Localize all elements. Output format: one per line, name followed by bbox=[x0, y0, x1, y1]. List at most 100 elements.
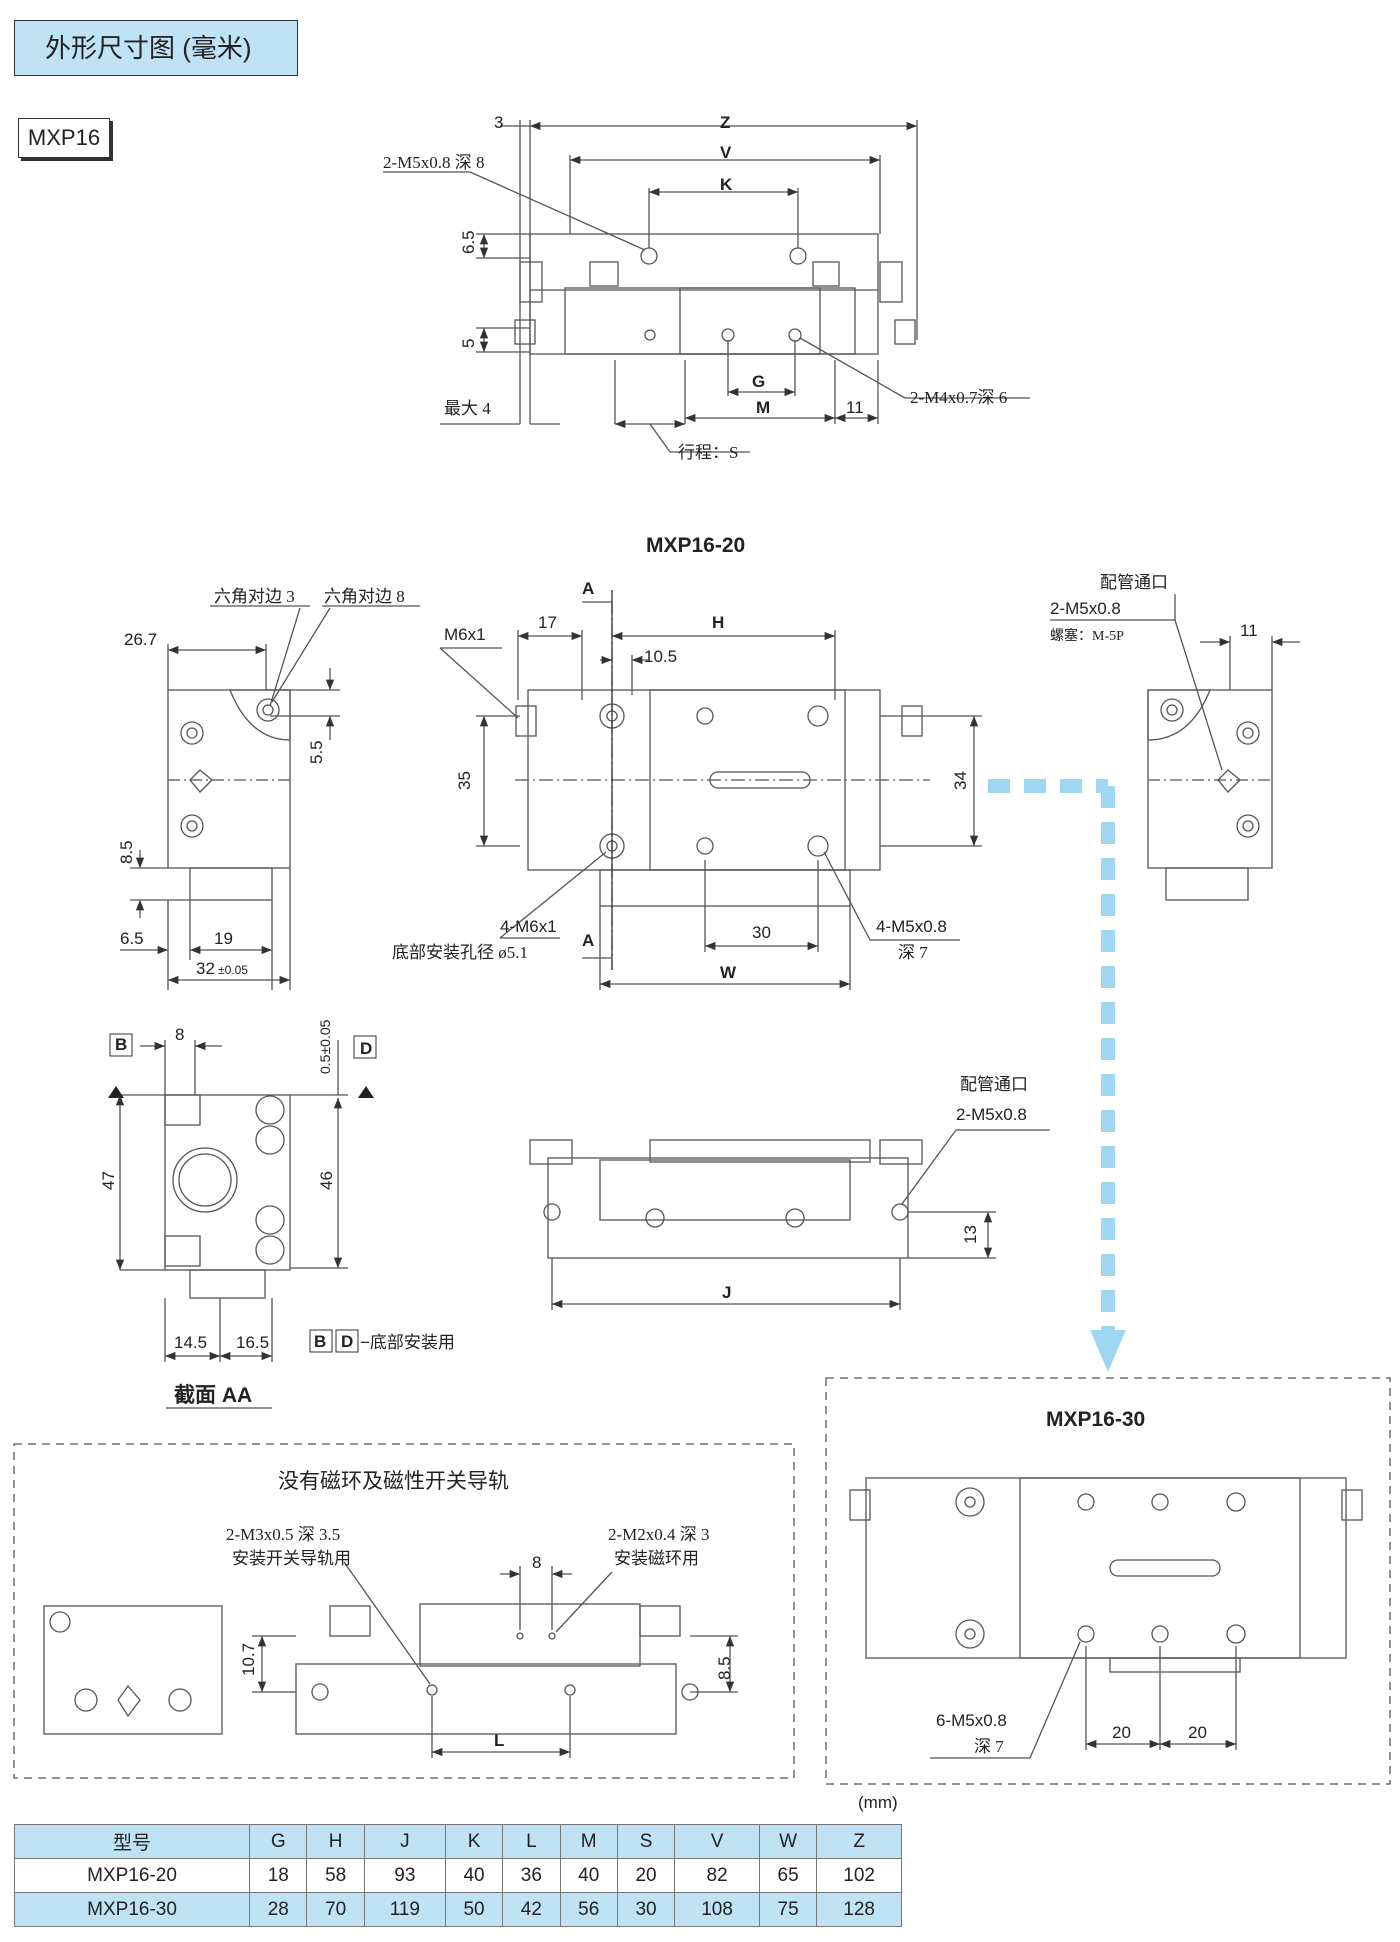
port-label: 配管通口 bbox=[1100, 573, 1168, 592]
cell-model: MXP16-20 bbox=[13, 1858, 251, 1893]
cell: 20 bbox=[616, 1858, 676, 1893]
cell: 18 bbox=[249, 1858, 308, 1893]
dim-14-5: 14.5 bbox=[174, 1333, 207, 1352]
side-view bbox=[529, 1129, 1050, 1310]
col-model: 型号 bbox=[13, 1824, 251, 1859]
section-aa bbox=[108, 1040, 374, 1409]
dim-0-5: 0.5±0.05 bbox=[317, 1019, 333, 1074]
col-Z: Z bbox=[816, 1824, 902, 1859]
dim-3: 3 bbox=[494, 113, 503, 132]
cell: 108 bbox=[674, 1892, 760, 1927]
col-G: G bbox=[249, 1824, 308, 1859]
note-m5-top: 2-M5x0.8 深 8 bbox=[383, 153, 485, 172]
table-row: MXP16-20 18 58 93 40 36 40 20 82 65 102 bbox=[13, 1858, 902, 1893]
cell: 75 bbox=[758, 1892, 818, 1927]
col-M: M bbox=[559, 1824, 618, 1859]
plug-label: 螺塞：M-5P bbox=[1050, 627, 1124, 644]
hex-8-label: 六角对边 8 bbox=[324, 587, 405, 606]
table-row: MXP16-30 28 70 119 50 42 56 30 108 75 12… bbox=[13, 1892, 902, 1927]
left-end-view bbox=[120, 605, 420, 990]
dim-H: H bbox=[712, 613, 724, 632]
cell: 40 bbox=[559, 1858, 618, 1893]
cell: 102 bbox=[816, 1858, 902, 1893]
unit-label: (mm) bbox=[858, 1793, 898, 1812]
dim-16-5: 16.5 bbox=[236, 1333, 269, 1352]
cell: 58 bbox=[306, 1858, 365, 1893]
note-m3: 2-M3x0.5 深 3.5 bbox=[226, 1525, 340, 1544]
section-title: 截面 AA bbox=[174, 1384, 252, 1407]
stroke-label: 行程：S bbox=[678, 443, 738, 462]
datum-B: B bbox=[115, 1035, 127, 1054]
dim-V: V bbox=[720, 143, 732, 162]
model-tag: MXP16 bbox=[18, 118, 110, 158]
note-4-m5: 4-M5x0.8 bbox=[876, 917, 947, 936]
deep-7-30: 深 7 bbox=[974, 1737, 1004, 1756]
dim-11-end: 11 bbox=[1240, 621, 1258, 640]
note-6-m5: 6-M5x0.8 bbox=[936, 1711, 1007, 1730]
cell: 56 bbox=[559, 1892, 618, 1927]
side-port-label: 配管通口 bbox=[960, 1075, 1028, 1094]
note-m4-top: 2-M4x0.7深 6 bbox=[910, 388, 1007, 407]
note-m2: 2-M2x0.4 深 3 bbox=[608, 1525, 710, 1544]
dim-34: 34 bbox=[951, 771, 970, 790]
bottom-use-label: −底部安装用 bbox=[360, 1333, 455, 1352]
dim-35: 35 bbox=[455, 771, 474, 790]
col-J: J bbox=[363, 1824, 446, 1859]
col-L: L bbox=[502, 1824, 561, 1859]
deep-7-note: 深 7 bbox=[898, 943, 928, 962]
dim-K: K bbox=[720, 175, 733, 194]
cell-model: MXP16-30 bbox=[13, 1892, 251, 1927]
m6x1-label: M6x1 bbox=[444, 625, 486, 644]
dim-8-5: 8.5 bbox=[117, 840, 136, 864]
max-4-label: 最大 4 bbox=[444, 399, 491, 418]
dim-5: 5 bbox=[459, 339, 478, 348]
right-end-view bbox=[1050, 594, 1300, 901]
table-header-row: 型号 G H J K L M S V W Z bbox=[13, 1824, 902, 1859]
dim-6-5: 6.5 bbox=[459, 230, 478, 254]
cell: 40 bbox=[444, 1858, 504, 1893]
note-magnet: 安装磁环用 bbox=[614, 1549, 699, 1568]
side-port-m5: 2-M5x0.8 bbox=[956, 1105, 1027, 1124]
dim-47: 47 bbox=[99, 1171, 118, 1190]
dim-20-b: 20 bbox=[1188, 1723, 1207, 1742]
dim-20-a: 20 bbox=[1112, 1723, 1131, 1742]
dim-Z: Z bbox=[720, 113, 730, 132]
cell: 82 bbox=[674, 1858, 760, 1893]
datum-D-legend: D bbox=[341, 1332, 353, 1351]
dim-J: J bbox=[722, 1283, 731, 1302]
dim-17: 17 bbox=[538, 613, 557, 632]
dim-46: 46 bbox=[317, 1171, 336, 1190]
datum-B-legend: B bbox=[314, 1332, 326, 1351]
col-S: S bbox=[616, 1824, 676, 1859]
dim-32: 32 bbox=[196, 959, 215, 978]
dim-5-5: 5.5 bbox=[307, 740, 326, 764]
no-magnet-title: 没有磁环及磁性开关导轨 bbox=[278, 1470, 509, 1493]
cell: 28 bbox=[249, 1892, 308, 1927]
col-V: V bbox=[674, 1824, 760, 1859]
top-view bbox=[383, 120, 1030, 453]
mxp16-20-front-view bbox=[439, 590, 982, 990]
cell: 70 bbox=[306, 1892, 365, 1927]
cell: 119 bbox=[363, 1892, 446, 1927]
dim-8-section: 8 bbox=[175, 1025, 184, 1044]
dim-M: M bbox=[756, 398, 770, 417]
dim-L: L bbox=[494, 1731, 504, 1750]
dim-6-5-end: 6.5 bbox=[120, 929, 144, 948]
dim-8-5-nomag: 8.5 bbox=[715, 1656, 734, 1680]
note-switch-rail: 安装开关导轨用 bbox=[232, 1549, 351, 1568]
port-m5: 2-M5x0.8 bbox=[1050, 599, 1121, 618]
mxp16-20-title: MXP16-20 bbox=[646, 534, 745, 557]
col-K: K bbox=[444, 1824, 504, 1859]
cell: 93 bbox=[363, 1858, 446, 1893]
dim-32-tol: ±0.05 bbox=[218, 963, 248, 977]
dim-26-7: 26.7 bbox=[124, 630, 157, 649]
note-4-m6: 4-M6x1 bbox=[500, 917, 557, 936]
dim-11: 11 bbox=[846, 398, 864, 417]
cell: 65 bbox=[758, 1858, 818, 1893]
dim-W: W bbox=[720, 963, 737, 982]
cell: 42 bbox=[502, 1892, 561, 1927]
mxp16-30-box bbox=[825, 1377, 1391, 1785]
bottom-hole-note: 底部安装孔径 ø5.1 bbox=[392, 943, 528, 962]
section-A-bottom: A bbox=[582, 931, 594, 950]
